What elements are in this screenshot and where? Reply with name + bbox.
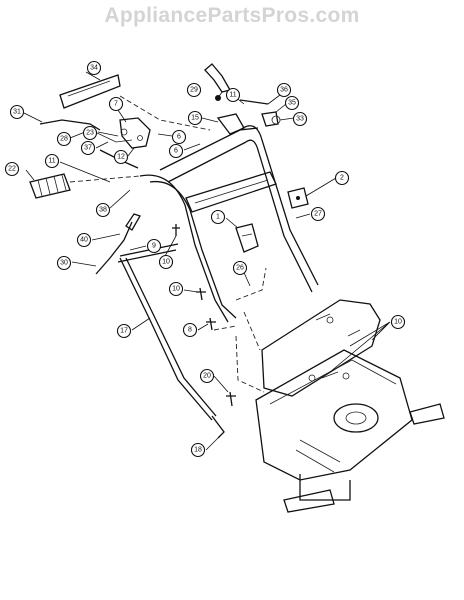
part-pivot-hardware	[216, 99, 281, 135]
callout-10-middle: 10	[168, 281, 184, 297]
callout-37: 37	[80, 140, 96, 156]
callout-12: 12	[113, 149, 129, 165]
svg-text:8: 8	[188, 327, 192, 334]
callout-7: 7	[108, 96, 124, 112]
svg-text:34: 34	[90, 65, 98, 72]
svg-text:12: 12	[117, 154, 125, 161]
part-control-rod	[117, 243, 225, 439]
svg-text:7: 7	[114, 101, 118, 108]
callout-8: 8	[182, 322, 198, 338]
svg-text:26: 26	[236, 265, 244, 272]
svg-text:37: 37	[84, 145, 92, 152]
callout-17: 17	[116, 323, 132, 339]
part-cable	[95, 213, 141, 275]
callout-10-upper: 10	[158, 254, 174, 270]
callout-6-lower: 6	[168, 143, 184, 159]
svg-text:11: 11	[229, 92, 236, 99]
svg-text:40: 40	[80, 237, 88, 244]
callout-27: 27	[310, 206, 326, 222]
svg-text:9: 9	[152, 243, 156, 250]
callout-29: 29	[186, 82, 202, 98]
svg-text:29: 29	[190, 87, 198, 94]
callout-22: 22	[4, 161, 20, 177]
callout-6-upper: 6	[171, 129, 187, 145]
svg-text:31: 31	[13, 109, 21, 116]
bolts-hardware	[172, 224, 267, 407]
callout-2: 2	[334, 170, 350, 186]
svg-text:30: 30	[60, 260, 68, 267]
svg-text:1: 1	[216, 214, 220, 221]
svg-text:22: 22	[8, 166, 16, 173]
part-clip-1	[235, 223, 259, 253]
callout-35: 35	[284, 95, 300, 111]
callout-11-left: 11	[44, 153, 60, 169]
watermark-text: AppliancePartsPros.com	[104, 4, 360, 27]
svg-text:23: 23	[86, 130, 94, 137]
part-decal-plate	[59, 74, 121, 109]
callout-30: 30	[56, 255, 72, 271]
part-bracket-2	[287, 187, 309, 209]
svg-text:20: 20	[203, 373, 211, 380]
callout-10-right: 10	[390, 314, 406, 330]
callout-1: 1	[210, 209, 226, 225]
svg-text:2: 2	[340, 175, 344, 182]
svg-text:27: 27	[314, 211, 322, 218]
callout-28: 28	[56, 131, 72, 147]
callout-38: 38	[95, 202, 111, 218]
svg-text:38: 38	[99, 207, 107, 214]
svg-text:15: 15	[191, 115, 199, 122]
svg-text:36: 36	[280, 87, 288, 94]
svg-text:28: 28	[60, 136, 68, 143]
svg-text:6: 6	[174, 148, 178, 155]
svg-text:33: 33	[296, 116, 304, 123]
callout-11-top: 11	[225, 87, 241, 103]
svg-text:18: 18	[194, 447, 202, 454]
svg-text:35: 35	[288, 100, 296, 107]
callout-20: 20	[199, 368, 215, 384]
callout-23: 23	[82, 125, 98, 141]
svg-text:17: 17	[120, 328, 128, 335]
svg-text:6: 6	[177, 134, 181, 141]
callout-34: 34	[86, 60, 102, 76]
handle-grip	[29, 173, 141, 199]
callout-26: 26	[232, 260, 248, 276]
svg-text:10: 10	[162, 259, 170, 266]
callout-31: 31	[9, 104, 25, 120]
svg-text:10: 10	[172, 286, 180, 293]
callout-36: 36	[276, 82, 292, 98]
svg-text:11: 11	[48, 158, 55, 165]
callout-9: 9	[146, 238, 162, 254]
callout-33: 33	[292, 111, 308, 127]
callout-18: 18	[190, 442, 206, 458]
lower-frame-housing	[235, 299, 445, 513]
callout-15: 15	[187, 110, 203, 126]
callout-40: 40	[76, 232, 92, 248]
svg-text:10: 10	[394, 319, 402, 326]
upper-handle	[139, 125, 319, 323]
